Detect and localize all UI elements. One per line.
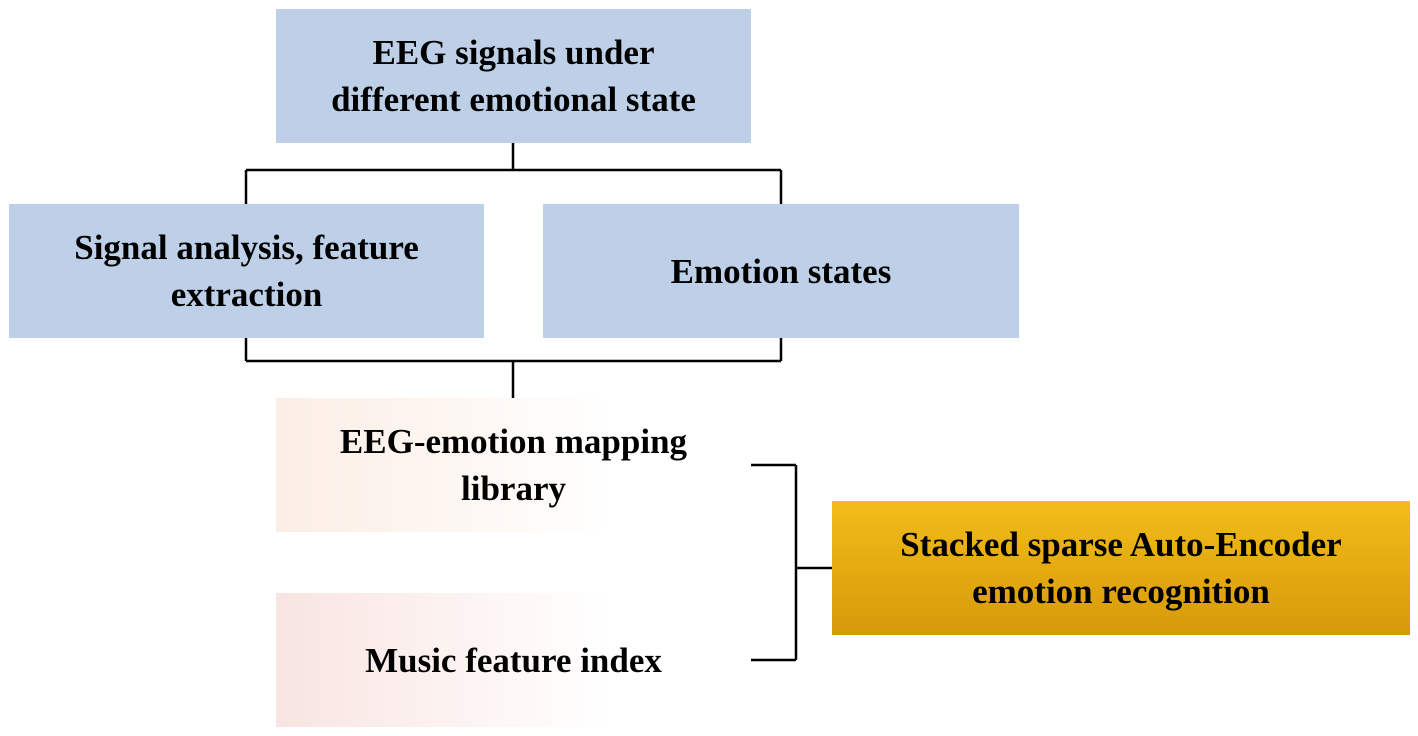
emotion-states-label: Emotion states: [670, 251, 892, 291]
eeg-signals-node: EEG signals under different emotional st…: [276, 9, 751, 143]
music-feature-label: Music feature index: [365, 640, 662, 680]
eeg-signals-label: EEG signals under different emotional st…: [331, 33, 696, 119]
sae-recognition-label: Stacked sparse Auto-Encoder emotion reco…: [900, 525, 1342, 611]
emotion-states-node: Emotion states: [543, 204, 1019, 338]
mapping-library-node: EEG-emotion mapping library: [276, 398, 751, 532]
music-feature-node: Music feature index: [276, 593, 751, 727]
mapping-library-label: EEG-emotion mapping library: [339, 422, 688, 508]
signal-analysis-label: Signal analysis, feature extraction: [74, 228, 419, 314]
sae-recognition-node: Stacked sparse Auto-Encoder emotion reco…: [832, 501, 1410, 635]
signal-analysis-node: Signal analysis, feature extraction: [9, 204, 484, 338]
